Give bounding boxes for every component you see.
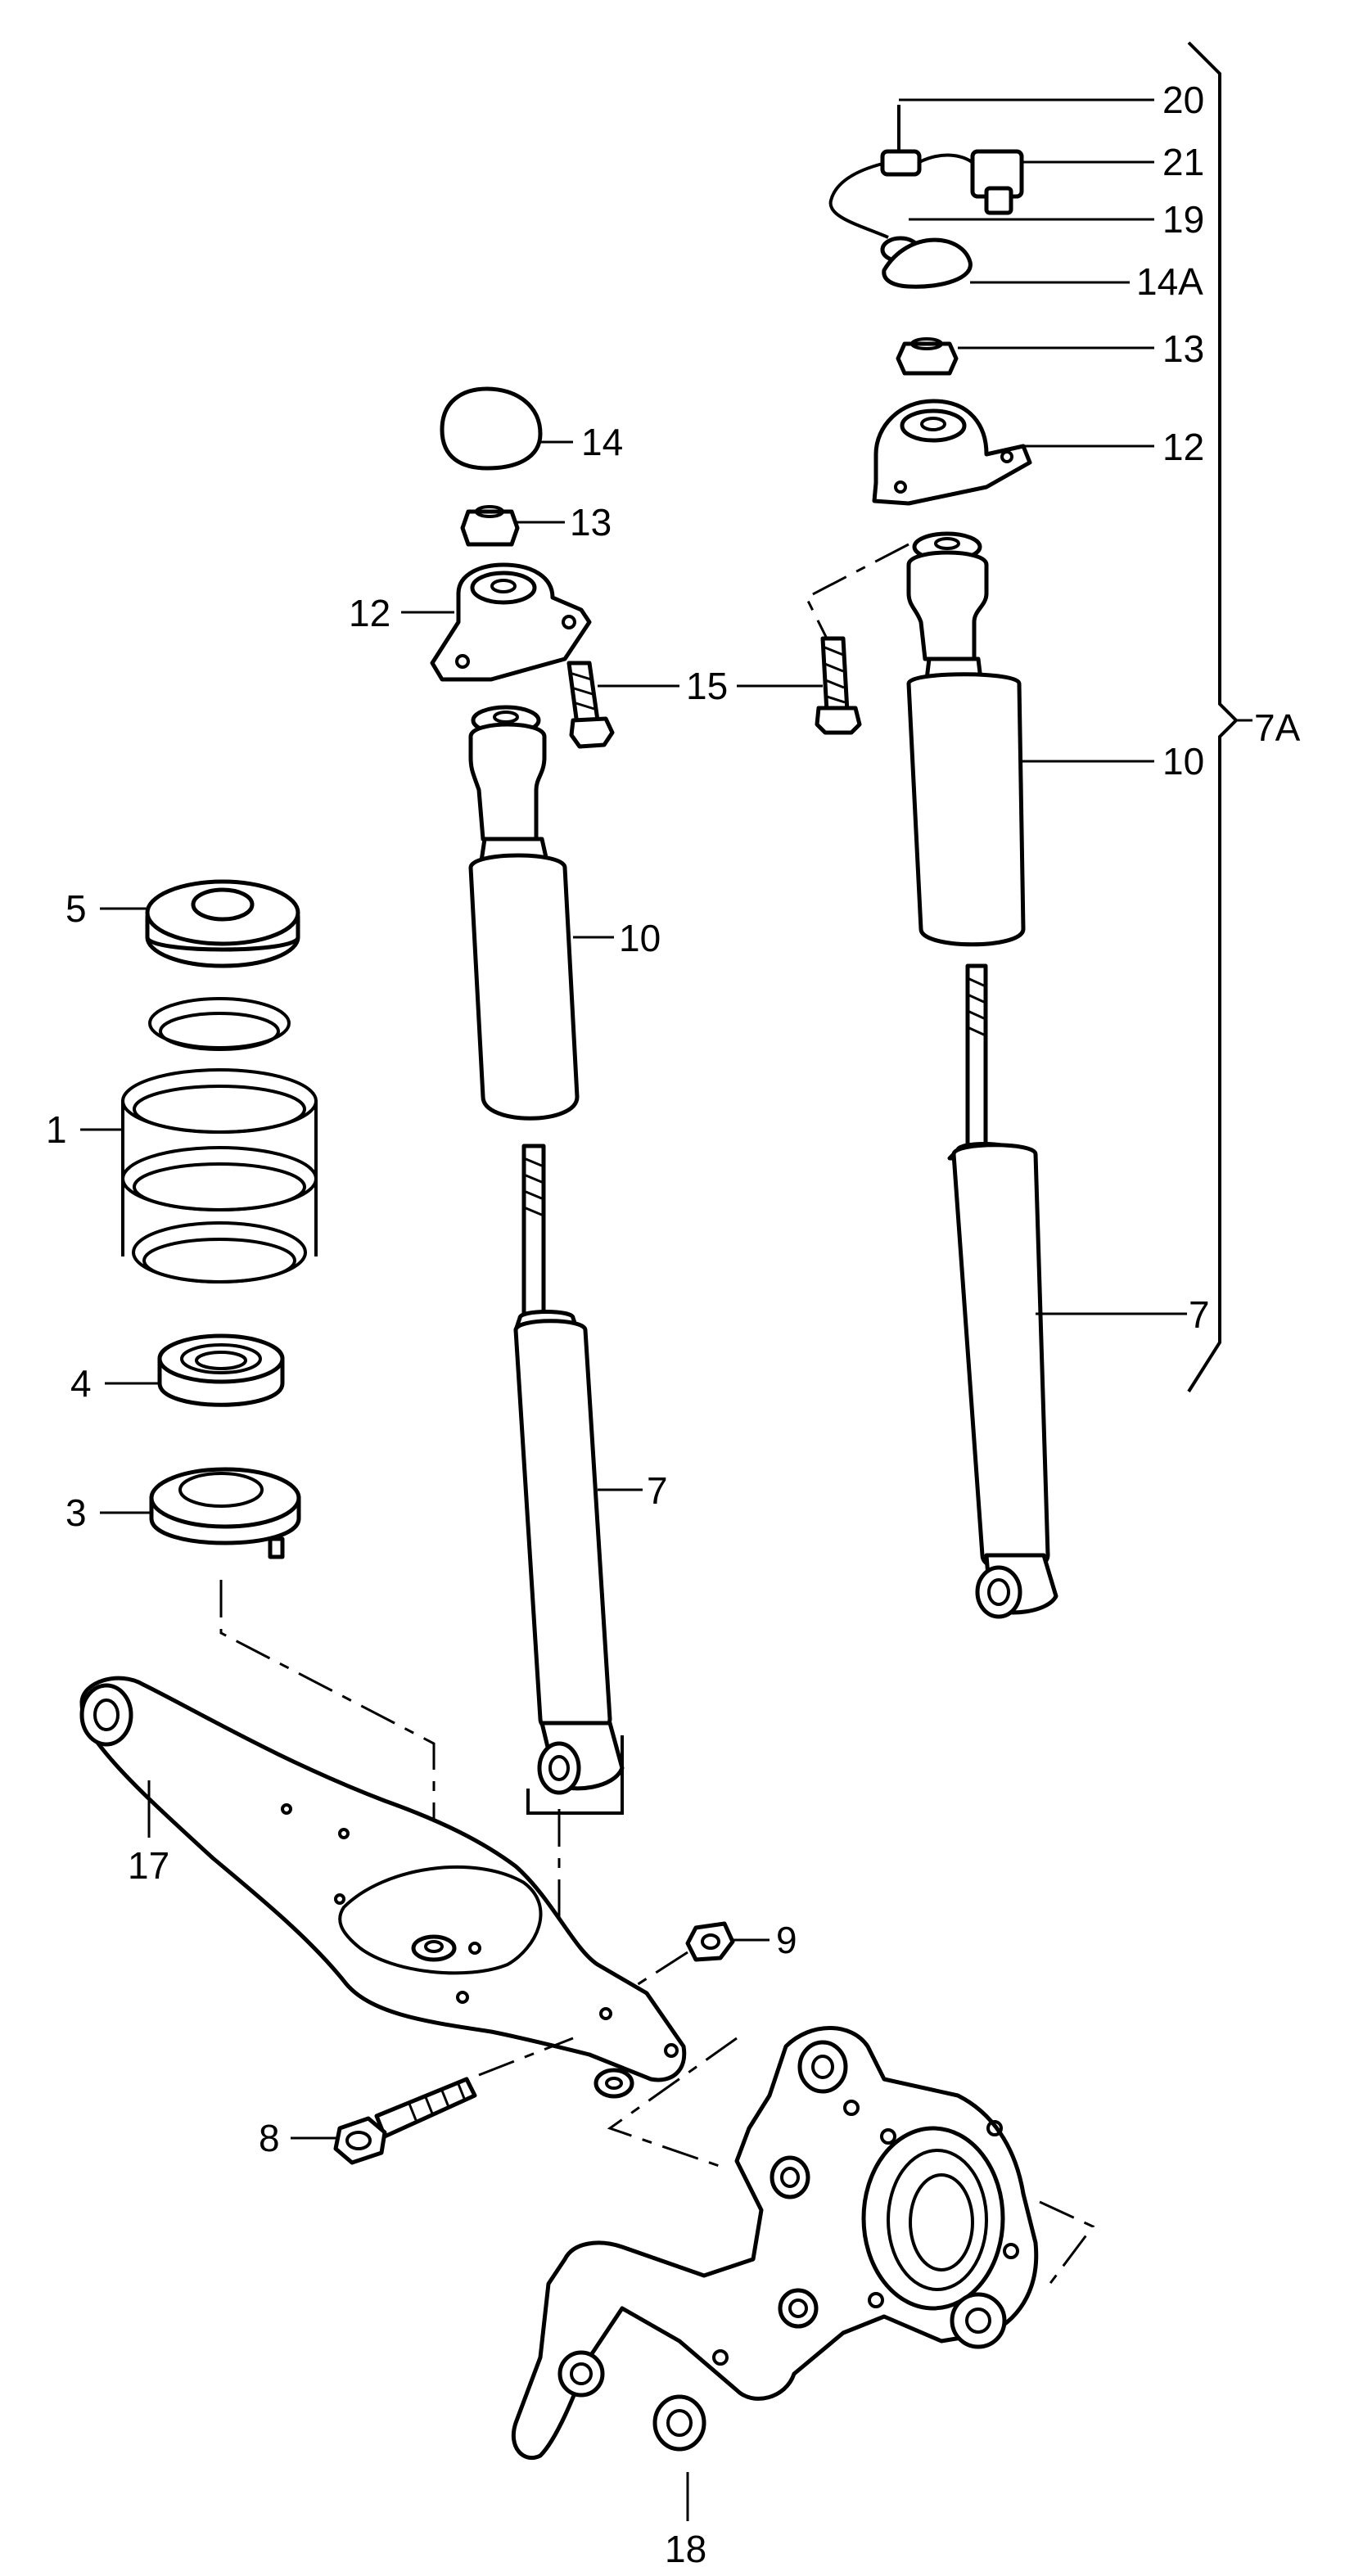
callout-15: 15: [686, 665, 728, 707]
wheel-knuckle-18: [511, 2026, 1039, 2461]
piston-rod-left: [521, 1144, 546, 1333]
callout-10-left: 10: [619, 917, 661, 959]
spring-seat-3: [149, 1467, 301, 1559]
shock-absorber-7-left: [513, 1310, 625, 1815]
callout-19: 19: [1162, 198, 1204, 241]
callout-1: 1: [46, 1108, 67, 1151]
dust-tube-10-right: [906, 672, 1026, 947]
assembly-line-nut9: [630, 1951, 688, 1991]
nut-9: [685, 1921, 735, 1962]
bolt-15-left: [566, 661, 615, 749]
bump-stop-left: [468, 705, 549, 864]
callout-17: 17: [128, 1844, 169, 1887]
assembly-line-left: [219, 1580, 436, 1997]
dust-tube-10-left: [468, 853, 580, 1121]
callout-9: 9: [776, 1919, 797, 1961]
callout-10-right: 10: [1162, 740, 1204, 783]
callout-7a: 7A: [1254, 706, 1301, 749]
bump-stop-right: [906, 531, 989, 682]
piston-rod-right: [965, 963, 988, 1148]
callout-21: 21: [1162, 141, 1204, 183]
callout-7-left: 7: [647, 1469, 668, 1512]
callout-5: 5: [65, 887, 87, 930]
callout-12-left: 12: [349, 592, 390, 634]
control-arm-17: [79, 1676, 687, 2099]
assembly-line-bolt8: [478, 2037, 574, 2077]
level-sensor: [828, 105, 1024, 289]
callout-13-right: 13: [1162, 327, 1204, 370]
callout-4: 4: [70, 1362, 92, 1405]
assembly-line-right: [804, 543, 909, 639]
bolt-15-right: [815, 636, 862, 735]
callout-13-left: 13: [570, 501, 612, 544]
callout-7-right: 7: [1189, 1293, 1210, 1336]
strut-mount-12-left: [430, 562, 592, 682]
callout-14a: 14A: [1136, 260, 1203, 303]
nut-13-right: [896, 337, 959, 376]
nut-13-left: [460, 505, 520, 547]
leader-lines: [80, 98, 1187, 2521]
callout-8: 8: [259, 2117, 280, 2159]
shock-absorber-7-right: [947, 1142, 1058, 1619]
cap-14: [440, 386, 543, 471]
strut-mount-12-right: [872, 399, 1032, 506]
assembly-line-knuckle: [607, 2037, 1095, 2293]
callout-12-right: 12: [1162, 426, 1204, 468]
coil-spring-1: [121, 997, 318, 1283]
assembly-7a-bracket: [1187, 41, 1252, 1393]
callout-3: 3: [65, 1491, 87, 1534]
callout-20: 20: [1162, 79, 1204, 121]
spring-seat-5: [145, 879, 300, 968]
spring-isolator-4: [157, 1333, 285, 1407]
bolt-8: [333, 2077, 477, 2165]
callout-18: 18: [665, 2528, 706, 2570]
callout-14: 14: [581, 421, 623, 463]
